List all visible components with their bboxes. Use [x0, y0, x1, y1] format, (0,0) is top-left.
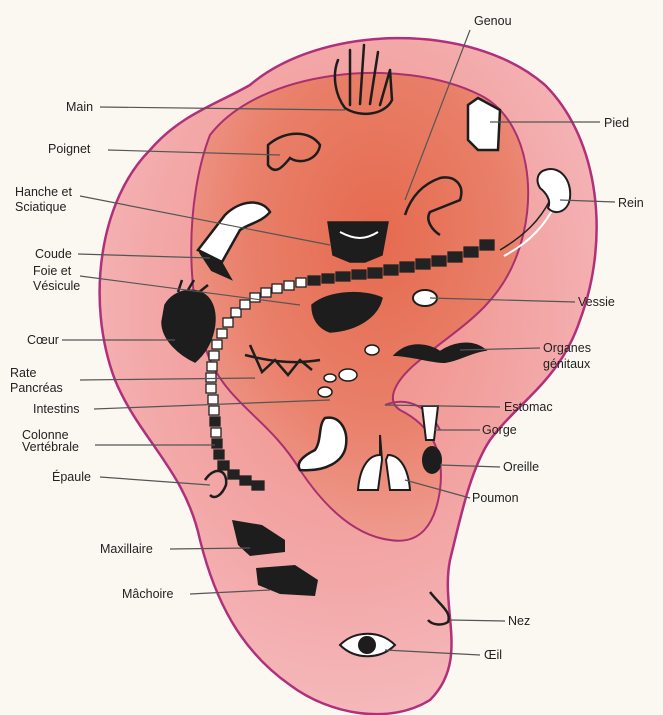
label-estomac: Estomac: [504, 400, 553, 414]
label-genou: Genou: [474, 14, 512, 28]
label-hanche-1: Hanche et: [15, 185, 72, 199]
label-pied: Pied: [604, 116, 629, 130]
label-gorge: Gorge: [482, 423, 517, 437]
inner-ear-drawing: [422, 446, 442, 474]
label-rein: Rein: [618, 196, 644, 210]
label-rate-2: Pancréas: [10, 381, 63, 395]
label-vessie: Vessie: [578, 295, 615, 309]
label-intestins: Intestins: [33, 402, 80, 416]
hip-drawing: [328, 222, 388, 262]
label-rate-1: Rate: [10, 366, 36, 380]
label-organes-2: génitaux: [543, 357, 590, 371]
label-nez: Nez: [508, 614, 530, 628]
label-hanche-2: Sciatique: [15, 200, 66, 214]
label-main: Main: [66, 100, 93, 114]
label-oeil: Œil: [484, 648, 502, 662]
label-foie-2: Vésicule: [33, 279, 80, 293]
label-oreille: Oreille: [503, 460, 539, 474]
label-maxillaire: Maxillaire: [100, 542, 153, 556]
label-colonne-2: Vertébrale: [22, 440, 79, 454]
throat-drawing: [422, 406, 438, 440]
label-poumon: Poumon: [472, 491, 519, 505]
label-foie-1: Foie et: [33, 264, 71, 278]
label-organes-1: Organes: [543, 341, 591, 355]
label-poignet: Poignet: [48, 142, 90, 156]
label-machoire: Mâchoire: [122, 587, 173, 601]
label-epaule: Épaule: [52, 470, 91, 484]
label-coude: Coude: [35, 247, 72, 261]
label-coeur: Cœur: [27, 333, 59, 347]
